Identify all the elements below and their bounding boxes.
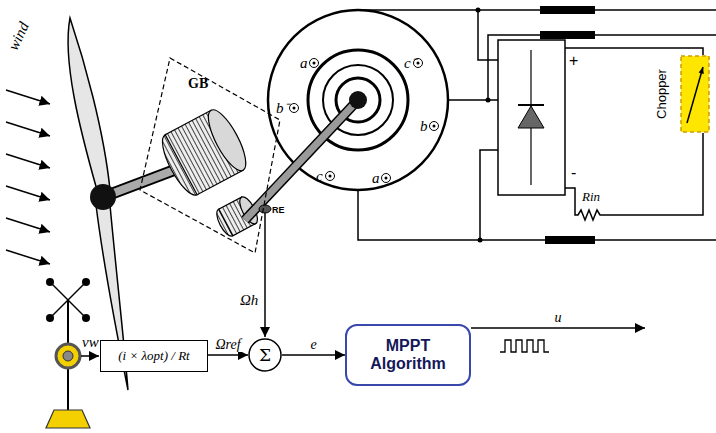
mppt-label: MPPT Algorithm xyxy=(355,337,461,374)
signal-line xyxy=(208,354,248,356)
junction-dot xyxy=(476,8,481,13)
speed-signal-wire xyxy=(264,213,266,337)
shaft-center xyxy=(349,91,367,109)
generator-shaft-fill xyxy=(245,100,358,220)
diode-bar xyxy=(518,104,544,106)
anemometer xyxy=(46,278,90,428)
chopper-block: Chopper xyxy=(645,55,711,133)
wind-arrow xyxy=(6,218,50,232)
anemometer-cup xyxy=(82,314,90,322)
switch-symbol xyxy=(687,67,703,123)
anemometer-cup xyxy=(82,278,90,286)
anemometer-base xyxy=(46,410,90,428)
inductor-symbol xyxy=(540,31,595,39)
phase-label: c xyxy=(316,168,323,185)
sum-symbol: Σ xyxy=(259,345,271,365)
winding-marker xyxy=(310,59,319,68)
phase-label: b xyxy=(420,118,428,135)
inductor-symbol xyxy=(540,6,595,14)
phase-label: b⁻ xyxy=(276,100,289,117)
rotary-encoder xyxy=(259,205,271,213)
rectifier-box xyxy=(498,40,565,195)
gearbox-outline-shape xyxy=(140,58,280,253)
rectifier-tap xyxy=(480,150,498,240)
pwm-waveform xyxy=(500,340,549,352)
encoder-label: RE xyxy=(272,206,285,216)
anemometer-cup xyxy=(46,314,54,322)
gearbox-outline: GB xyxy=(140,58,280,253)
anemometer-cup xyxy=(46,278,54,286)
winding-marker xyxy=(290,104,299,113)
junction-dot xyxy=(478,238,483,243)
turbine-blade xyxy=(68,18,110,190)
dc-positive-wire xyxy=(565,48,703,55)
polarity-label: + xyxy=(569,52,578,70)
winding-dot xyxy=(385,177,388,180)
winding-dot xyxy=(313,62,316,65)
polarity-label: - xyxy=(571,164,576,182)
winding-dot xyxy=(433,125,436,128)
formula-text: (i × λopt) / Rt xyxy=(118,348,189,364)
diode-symbol xyxy=(518,106,544,128)
winding-marker xyxy=(326,172,335,181)
large-gear xyxy=(155,105,252,200)
signal-line xyxy=(282,354,345,356)
wind-arrow xyxy=(6,90,50,104)
signal-label: u xyxy=(554,310,563,325)
signal-line xyxy=(471,327,645,329)
switch-arrowhead xyxy=(699,67,704,74)
summing-junction: Σ xyxy=(248,338,282,372)
junctions xyxy=(476,8,491,243)
junction-dot xyxy=(486,98,491,103)
dc-negative-wire xyxy=(565,133,703,220)
winding-marker xyxy=(382,174,391,183)
inductor-symbol xyxy=(545,236,595,244)
wind-speed-wire xyxy=(81,355,99,357)
anemometer-core xyxy=(63,351,73,361)
winding-dot xyxy=(417,62,420,65)
signal-label: e xyxy=(309,337,317,352)
turbine-hub xyxy=(90,184,116,210)
phase-wire xyxy=(358,9,716,11)
mppt-box: MPPT Algorithm xyxy=(345,324,471,386)
wind-arrow xyxy=(6,154,50,168)
anemometer-sensor xyxy=(56,344,80,368)
wind-arrow xyxy=(6,122,50,136)
wind-arrows xyxy=(6,90,50,264)
chopper-switch-box xyxy=(681,56,709,132)
chopper-label: Chopper xyxy=(654,69,669,119)
wind-arrow xyxy=(6,250,50,264)
winding-marker xyxy=(430,122,439,131)
phase-label: a xyxy=(372,170,380,187)
phase-label: a xyxy=(300,55,308,72)
gearbox-dashed-outline xyxy=(140,58,280,253)
reference-speed-box: (i × λopt) / Rt xyxy=(100,340,208,372)
resistor-label: Rin xyxy=(582,190,600,204)
winding-markers xyxy=(290,59,439,183)
signal-label: vw xyxy=(82,334,99,351)
winding-dot xyxy=(329,175,332,178)
signal-label: Ωh xyxy=(240,292,258,309)
phase-label: c⁻ xyxy=(404,55,416,72)
wind-arrow xyxy=(6,186,50,200)
generator-shaft xyxy=(245,100,358,220)
wind-label: wind xyxy=(5,20,32,53)
phase-wires xyxy=(358,10,716,240)
summing-circle xyxy=(249,339,281,371)
winding-dot xyxy=(293,107,296,110)
gearbox-label: GB xyxy=(188,76,208,92)
signal-label: Ωref xyxy=(214,337,241,352)
gear-face xyxy=(201,105,252,175)
